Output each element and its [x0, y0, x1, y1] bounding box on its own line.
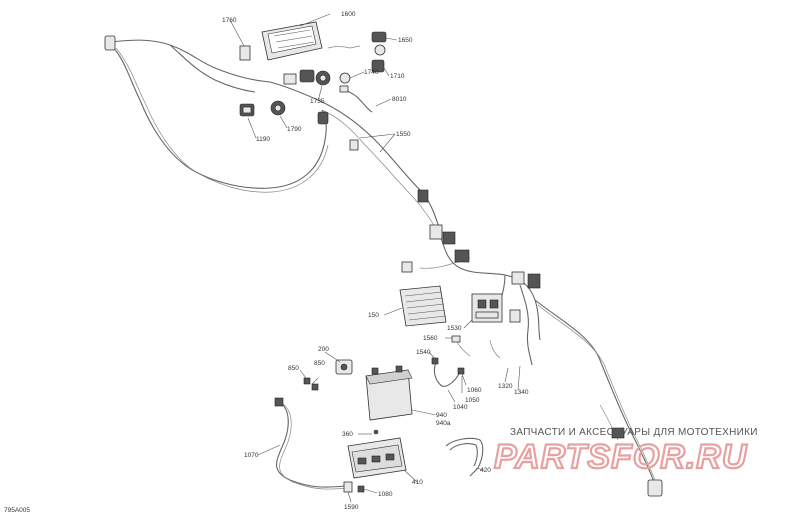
callout-1070: 1070 [244, 452, 259, 459]
starter-relay [303, 359, 353, 391]
battery-tray [347, 429, 407, 479]
callout-1080: 1080 [378, 491, 393, 498]
battery [365, 365, 413, 421]
harness-connectors [104, 35, 663, 497]
callout-8010: 8010 [392, 96, 407, 103]
top-components [239, 31, 387, 117]
callout-410: 410 [412, 479, 423, 486]
callout-1650: 1650 [398, 37, 413, 44]
ground-cable [274, 397, 365, 493]
callout-labels: 1760 1600 1650 1740 1710 8010 1735 1190 … [222, 11, 529, 511]
callout-1530: 1530 [447, 325, 462, 332]
fuse-box [451, 293, 503, 359]
gauge-cluster [261, 21, 323, 61]
callout-1190: 1190 [256, 136, 270, 143]
callout-200: 200 [318, 346, 329, 353]
callout-1710: 1710 [390, 73, 405, 80]
callout-1060: 1060 [467, 387, 482, 394]
callout-1550: 1550 [396, 131, 411, 138]
watermark: ЗАПЧАСТИ И АКСЕССУАРЫ ДЛЯ МОТОТЕХНИКИ PA… [493, 427, 758, 477]
callout-1590: 1590 [344, 504, 359, 511]
wiring-harness [109, 39, 659, 489]
callout-1740: 1740 [364, 69, 379, 76]
battery-cables [431, 357, 465, 387]
callout-1320: 1320 [498, 383, 513, 390]
diagram-code: 795A005 [4, 507, 30, 514]
callout-1760: 1760 [222, 17, 237, 24]
battery-strap [445, 437, 484, 477]
leader-lines [229, 13, 521, 503]
callout-1040: 1040 [453, 404, 468, 411]
callout-850a: 850 [288, 365, 299, 372]
callout-1790: 1790 [287, 126, 302, 133]
callout-1050: 1050 [465, 397, 480, 404]
voltage-regulator [399, 285, 447, 327]
callout-150: 150 [368, 312, 379, 319]
watermark-logo: PARTSFOR.RU [494, 438, 748, 476]
callout-360: 360 [342, 431, 353, 438]
callout-1560: 1560 [423, 335, 438, 342]
callout-940a: 940a [436, 420, 451, 427]
callout-1600: 1600 [341, 11, 356, 18]
callout-1340: 1340 [514, 389, 529, 396]
callout-1540: 1540 [416, 349, 431, 356]
callout-940: 940 [436, 412, 447, 419]
callout-1735: 1735 [310, 98, 325, 105]
watermark-tagline: ЗАПЧАСТИ И АКСЕССУАРЫ ДЛЯ МОТОТЕХНИКИ [510, 427, 758, 438]
callout-420: 420 [480, 467, 491, 474]
callout-850b: 850 [314, 360, 325, 367]
